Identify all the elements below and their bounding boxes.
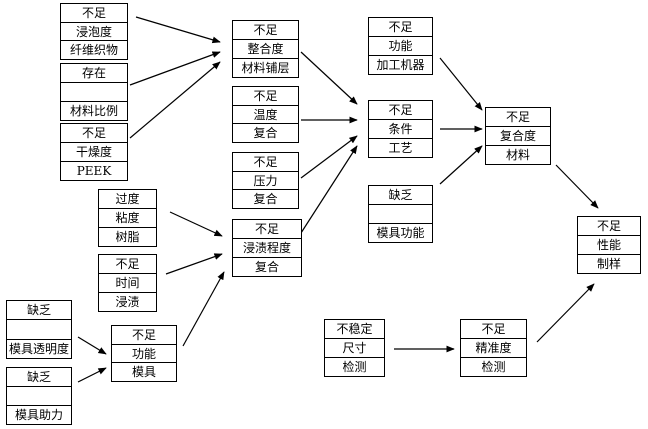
node-cell: 不足: [596, 219, 621, 233]
node-cell: 不足: [81, 126, 106, 140]
node-cell: 复合度: [486, 126, 550, 145]
node-cell: 精准度: [461, 338, 526, 357]
node-cell: 模具透明度: [7, 338, 71, 358]
node-cell: 复合: [233, 123, 298, 142]
node-cell: 不足: [253, 154, 278, 169]
node-soak-degree: 不足 浸泡度 纤维织物: [60, 3, 128, 60]
node-cell: 纤维织物: [61, 40, 127, 59]
node-cell: 不足: [81, 5, 106, 20]
node-cell: 不足: [388, 103, 413, 117]
node-cell: 制样: [578, 254, 640, 273]
node-cell: [7, 386, 71, 405]
node-cell: 过度: [115, 192, 140, 206]
node-cell: 性能: [578, 235, 640, 254]
node-cell: 不足: [481, 322, 506, 336]
node-dryness: 不足 干燥度 PEEK: [60, 123, 128, 181]
node-cell: 浸渍: [99, 292, 156, 311]
node-material-ratio: 存在 材料比例: [60, 63, 128, 121]
arrow-n11-to-n12: [77, 367, 107, 383]
node-cell: 模具功能: [369, 223, 432, 242]
node-integration-degree: 不足 整合度 材料铺层: [232, 20, 299, 78]
node-cell: 不足: [388, 20, 413, 34]
node-time: 不足 时间 浸渍: [98, 254, 157, 312]
node-cell: 缺乏: [388, 188, 413, 202]
node-cell: 模具助力: [7, 405, 71, 424]
node-accuracy: 不足 精准度 检测: [460, 319, 527, 377]
node-cell: 浸渍程度: [233, 238, 301, 257]
node-cell: 不足: [505, 110, 530, 124]
node-temperature: 不足 温度 复合: [232, 86, 299, 143]
node-cell: 树脂: [99, 227, 156, 246]
node-cell: 缺乏: [26, 370, 51, 384]
node-cell: 时间: [99, 273, 156, 292]
node-cell: 工艺: [369, 138, 432, 157]
node-mold-capability: 缺乏 模具功能: [368, 185, 433, 243]
node-machine-function: 不足 功能 加工机器: [368, 17, 433, 75]
node-process-condition: 不足 条件 工艺: [368, 100, 433, 158]
arrow-n13-to-n16: [439, 57, 483, 111]
node-cell: 不足: [253, 23, 278, 37]
node-cell: 不足: [131, 327, 156, 342]
arrow-n16-to-n19: [555, 164, 599, 209]
node-mold-assist: 缺乏 模具助力: [6, 367, 72, 425]
node-cell: 检测: [325, 357, 384, 376]
node-cell: 复合: [233, 189, 298, 208]
node-cell: 加工机器: [369, 55, 432, 74]
node-cell: 缺乏: [26, 303, 51, 318]
node-cell: 功能: [369, 36, 432, 55]
node-mold-transparency: 缺乏 模具透明度: [6, 300, 72, 359]
node-cell: 浸泡度: [61, 21, 127, 41]
node-impregnation-degree: 不足 浸渍程度 复合: [232, 219, 302, 277]
arrow-n1-to-n4: [135, 16, 221, 44]
node-cell: 不足: [115, 257, 140, 271]
node-mold-function: 不足 功能 模具: [111, 325, 177, 382]
arrow-n3-to-n4: [129, 61, 221, 139]
node-cell: PEEK: [61, 161, 127, 180]
node-cell: 温度: [233, 104, 298, 124]
arrow-n12-to-n9: [182, 271, 225, 347]
node-cell: 检测: [461, 357, 526, 376]
node-cell: 功能: [112, 343, 176, 363]
node-cell: 整合度: [233, 39, 298, 58]
arrow-n2-to-n4: [129, 51, 221, 86]
node-composite-degree: 不足 复合度 材料: [485, 107, 551, 165]
node-sample-performance: 不足 性能 制样: [577, 216, 641, 274]
node-cell: 不足: [254, 222, 279, 236]
node-cell: [369, 204, 432, 223]
node-cell: 模具: [112, 362, 176, 381]
node-cell: 材料铺层: [233, 58, 298, 77]
node-cell: [61, 82, 127, 101]
arrow-n8-to-n9: [165, 253, 223, 275]
node-cell: 尺寸: [325, 338, 384, 357]
node-cell: 粘度: [99, 208, 156, 227]
node-dimension-stability: 不稳定 尺寸 检测: [324, 319, 385, 377]
node-cell: 压力: [233, 170, 298, 190]
node-cell: 干燥度: [61, 142, 127, 161]
arrow-n10-to-n12: [77, 336, 107, 355]
node-cell: 材料比例: [61, 101, 127, 120]
node-cell: [7, 319, 71, 338]
node-cell: 不稳定: [336, 322, 373, 336]
arrow-n4-to-n14: [300, 51, 358, 105]
node-cell: 材料: [486, 145, 550, 164]
node-cell: 复合: [233, 257, 301, 276]
arrow-n6-to-n14: [300, 135, 358, 179]
node-viscosity: 过度 粘度 树脂: [98, 189, 157, 247]
arrow-n15-to-n16: [439, 145, 483, 185]
arrow-n9-to-n14: [300, 145, 358, 234]
node-cell: 不足: [253, 88, 278, 103]
node-pressure: 不足 压力 复合: [232, 152, 299, 209]
arrow-n18-to-n19: [536, 283, 595, 343]
arrow-n7-to-n9: [169, 211, 223, 237]
node-cell: 存在: [81, 66, 106, 80]
node-cell: 条件: [369, 119, 432, 138]
